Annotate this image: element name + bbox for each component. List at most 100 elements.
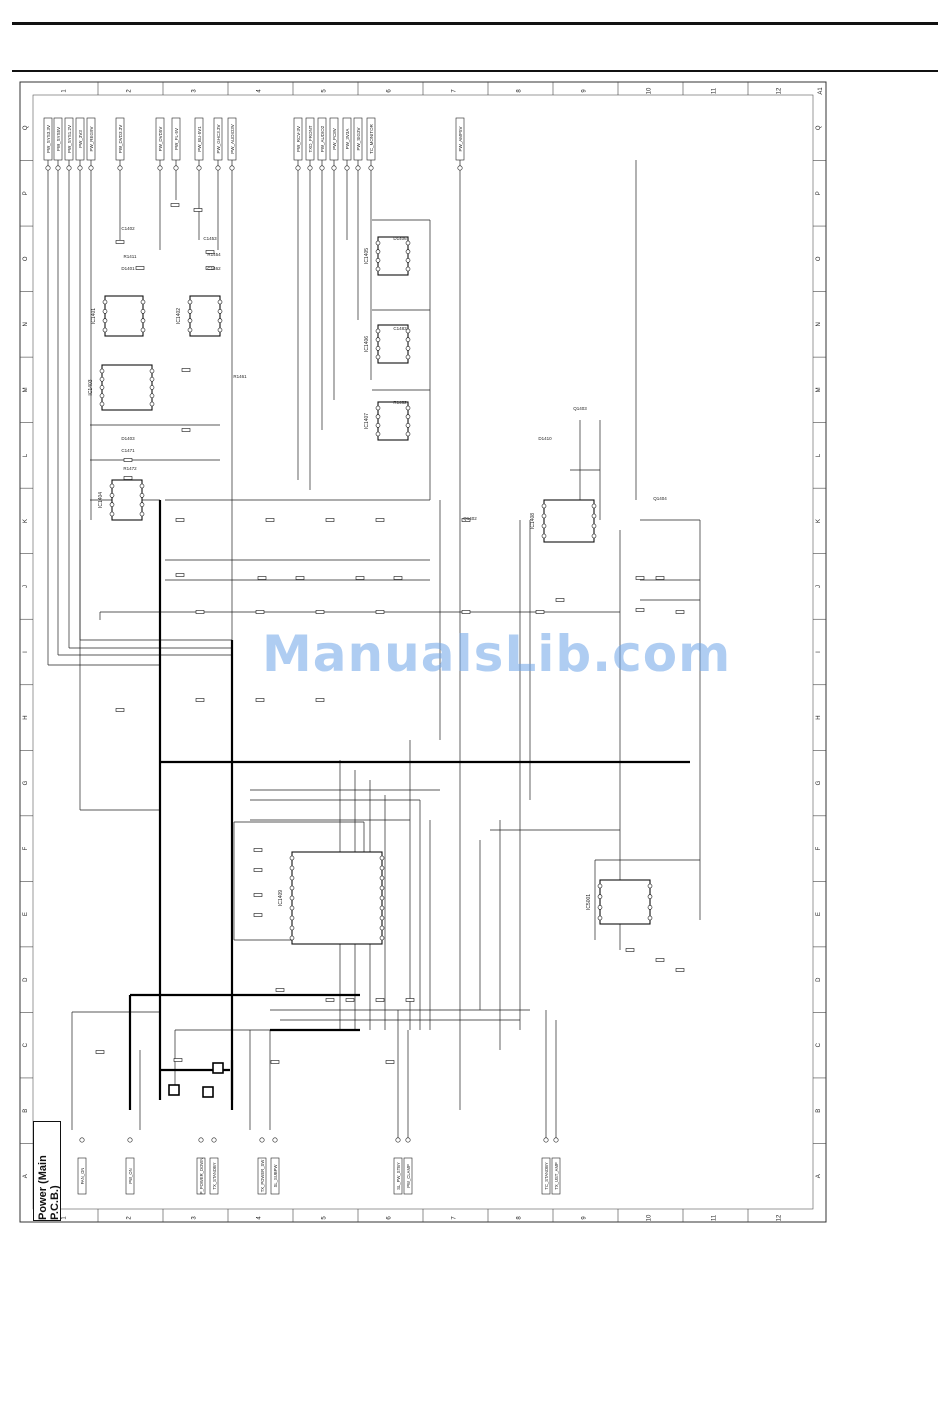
row-label-A: A — [23, 1174, 29, 1178]
component-label: D1410 — [538, 436, 552, 441]
passive-component — [655, 576, 665, 580]
test-point — [259, 1137, 265, 1143]
component-label: D1403 — [121, 436, 135, 441]
column-label-bottom-8: 8 — [517, 1216, 523, 1220]
row-label-H: H — [23, 715, 29, 719]
top-connector-box — [155, 117, 165, 161]
ic-IC1405: IC1405 — [364, 236, 411, 276]
passive-component — [375, 998, 385, 1002]
column-label-11: 11 — [712, 87, 718, 94]
bottom-connector-label: PW_ON — [128, 1168, 133, 1183]
bottom-connector-label: TX_UST_AMP — [554, 1162, 559, 1190]
ic-label: IC5001 — [586, 894, 592, 910]
column-label-bottom-5: 5 — [322, 1216, 328, 1220]
test-point — [272, 1137, 278, 1143]
passive-component — [255, 610, 265, 614]
test-point — [331, 165, 337, 171]
passive-component — [555, 598, 565, 602]
passive-component — [325, 518, 335, 522]
column-label-bottom-7: 7 — [452, 1216, 458, 1220]
passive-component — [535, 610, 545, 614]
top-connector-box — [43, 117, 53, 161]
test-point — [88, 165, 94, 171]
test-point — [295, 165, 301, 171]
ic-IC1402: IC1402 — [176, 295, 223, 337]
column-label-bottom-3: 3 — [192, 1216, 198, 1220]
row-label-G: G — [23, 780, 29, 785]
component-label: D1406 — [393, 236, 407, 241]
transistor-symbol — [168, 1084, 180, 1096]
top-connector-label: PW_3V3A — [345, 129, 350, 150]
passive-component — [253, 913, 263, 917]
bottom-connector-label: SL_SUBPW — [273, 1165, 278, 1188]
top-connector-label: PW_SYS5V — [56, 127, 61, 151]
passive-component — [635, 608, 645, 612]
column-label-bottom-10: 10 — [647, 1214, 653, 1221]
row-label-right-Q: Q — [816, 125, 822, 130]
ic-label: IC1406 — [364, 336, 370, 352]
bottom-connector-box — [257, 1157, 267, 1195]
passive-component — [181, 368, 191, 372]
passive-component — [461, 610, 471, 614]
bottom-connector-label: TX_STANDBY — [212, 1162, 217, 1189]
row-label-O: O — [23, 256, 29, 261]
top-connector-label: PW_AUDIO2 — [320, 125, 325, 152]
top-connector-box — [115, 117, 125, 161]
top-connector-label: TC_MONITOR — [369, 123, 374, 153]
sheet-title: Power (Main P.C.B.) — [37, 1155, 61, 1220]
passive-component — [205, 250, 215, 254]
row-label-right-O: O — [816, 256, 822, 261]
top-connector-box — [455, 117, 465, 161]
passive-component — [675, 610, 685, 614]
passive-component — [205, 266, 215, 270]
column-label-10: 10 — [647, 87, 653, 94]
row-label-I: I — [23, 651, 29, 653]
passive-component — [325, 998, 335, 1002]
top-connector-box — [75, 117, 85, 161]
top-connector-box — [64, 117, 74, 161]
sheet-title-box: Power (Main P.C.B.) — [33, 1121, 61, 1221]
passive-component — [270, 1060, 280, 1064]
bottom-connector-box — [541, 1157, 551, 1195]
passive-component — [255, 698, 265, 702]
column-label-bottom-9: 9 — [582, 1216, 588, 1220]
passive-component — [265, 518, 275, 522]
top-rule — [12, 22, 938, 25]
top-connector-box — [353, 117, 363, 161]
component-label: R1482 — [393, 400, 407, 405]
bottom-connector-label: TC_STANDBY — [544, 1162, 549, 1190]
test-point — [553, 1137, 559, 1143]
row-label-right-J: J — [816, 585, 822, 588]
passive-component — [257, 576, 267, 580]
passive-component — [675, 968, 685, 972]
component-label: Q1404 — [653, 496, 667, 501]
top-connector-label: TXD_FRONT — [308, 125, 313, 152]
test-point — [157, 165, 163, 171]
row-label-P: P — [23, 191, 29, 195]
test-point — [211, 1137, 217, 1143]
bottom-connector-box — [270, 1157, 280, 1195]
bottom-connector-box — [393, 1157, 403, 1195]
row-label-right-L: L — [816, 453, 822, 457]
passive-component — [170, 203, 180, 207]
top-connector-label: PW_REG9V — [89, 126, 94, 151]
passive-component — [175, 518, 185, 522]
passive-component — [195, 610, 205, 614]
passive-component — [315, 610, 325, 614]
top-connector-label: PW_RCV-3V — [296, 126, 301, 152]
row-label-L: L — [23, 453, 29, 457]
passive-component — [345, 998, 355, 1002]
test-point — [117, 165, 123, 171]
row-label-J: J — [23, 585, 29, 588]
top-connector-box — [53, 117, 63, 161]
column-label-bottom-6: 6 — [387, 1216, 393, 1220]
component-label: R1411 — [124, 254, 137, 259]
passive-component — [375, 610, 385, 614]
passive-component — [355, 576, 365, 580]
row-label-right-G: G — [816, 780, 822, 785]
